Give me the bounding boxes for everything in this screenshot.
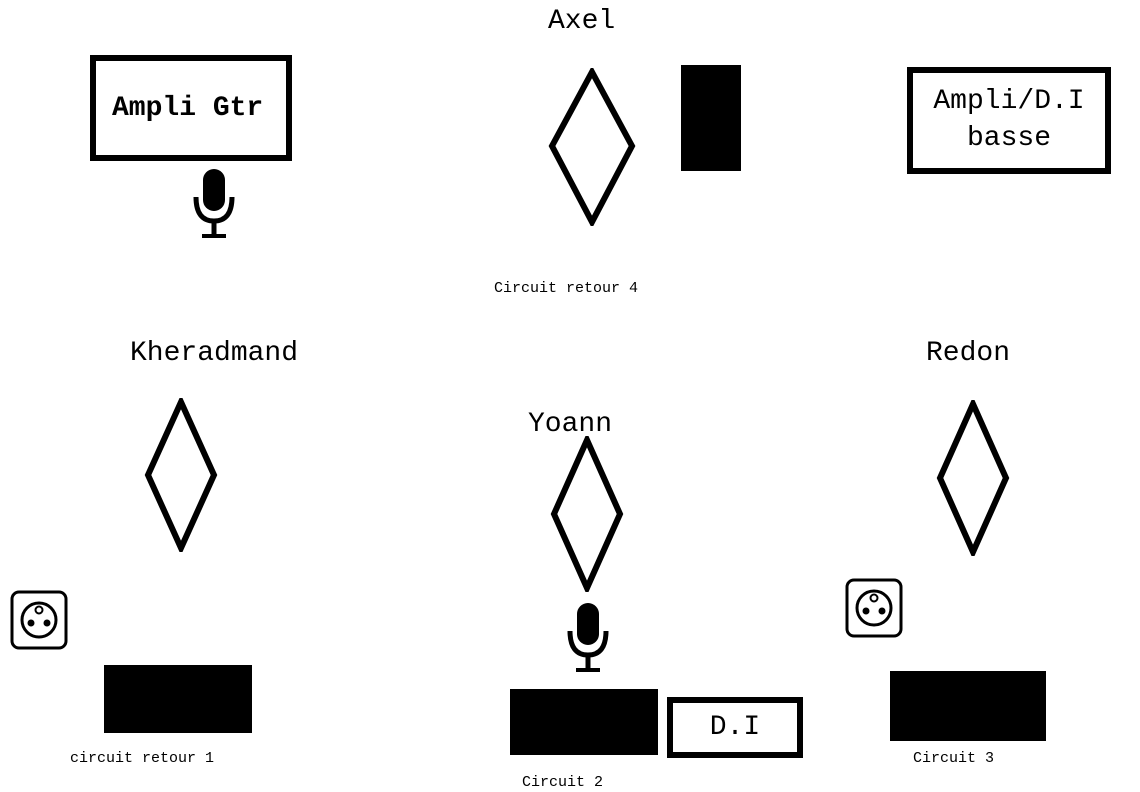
di-box-label: D.I [709, 712, 761, 743]
monitor-label-circuit-1: circuit retour 1 [70, 750, 215, 767]
musician-name-yoann: Yoann [528, 409, 613, 440]
microphone-icon [567, 603, 609, 672]
musician-name-axel: Axel [548, 6, 616, 37]
power-outlet-icon [10, 590, 68, 650]
guitar-amp-label: Ampli Gtr [112, 92, 264, 124]
monitor-wedge-circuit-1 [104, 665, 252, 733]
monitor-label-circuit-4: Circuit retour 4 [494, 280, 639, 297]
diamond-icon [550, 436, 624, 592]
power-outlet-icon [845, 578, 903, 638]
monitor-label-circuit-2: Circuit 2 [522, 774, 604, 791]
microphone-icon [193, 169, 235, 238]
monitor-label-circuit-3: Circuit 3 [913, 750, 995, 767]
diamond-icon [936, 400, 1010, 556]
bass-amp-box: Ampli/D.I basse [907, 67, 1111, 174]
bass-amp-label-line1: Ampli/D.I [933, 86, 1085, 118]
diamond-icon [144, 398, 218, 552]
bass-amp-label-line2: basse [966, 122, 1051, 154]
monitor-wedge-circuit-2 [510, 689, 658, 755]
guitar-amp-box: Ampli Gtr [90, 55, 292, 161]
monitor-wedge-circuit-4 [681, 65, 741, 171]
musician-name-redon: Redon [926, 338, 1011, 369]
diamond-icon [548, 68, 636, 226]
di-box: D.I [667, 697, 803, 758]
musician-name-kheradmand: Kheradmand [130, 338, 299, 369]
monitor-wedge-circuit-3 [890, 671, 1046, 741]
